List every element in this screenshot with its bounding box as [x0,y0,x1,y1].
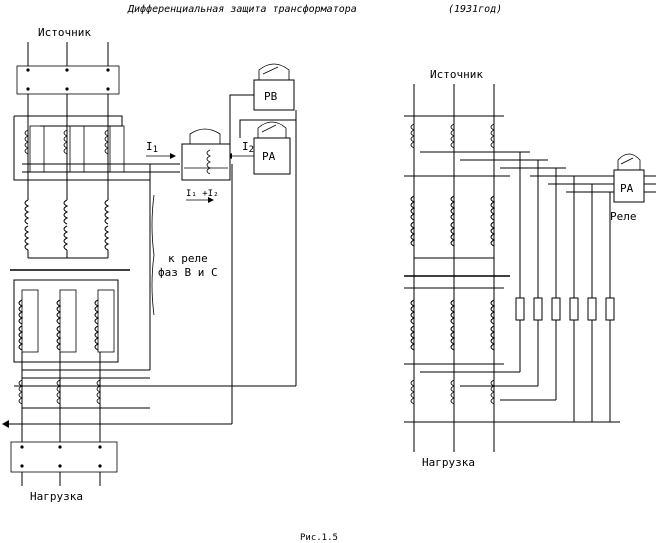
left-current-i2: I2 [242,140,254,155]
left-load-terminals [20,445,102,468]
left-phases-note-line2: фаз В и С [158,266,218,279]
right-relay-ra-label: РА [620,182,634,195]
diagram-title: Дифференциальная защита трансформатора [127,3,357,15]
left-scheme: Источник [2,26,297,503]
left-source-label: Источник [38,26,91,39]
diagram-year: (1931год) [448,4,502,15]
right-scheme: Источник [404,68,656,469]
right-source-label: Источник [430,68,483,81]
left-diff-relay [181,143,231,181]
left-load-box [10,441,118,473]
left-relay-rv-label: РВ [264,90,278,103]
figure-caption: Рис.1.5 [300,533,338,543]
right-relay-caption: Реле [610,210,637,223]
left-relay-ra [253,137,291,175]
left-load-label: Нагрузка [30,490,83,503]
left-source-terminals [26,68,110,91]
right-load-label: Нагрузка [422,456,475,469]
left-current-i1: I1 [146,140,158,155]
left-source-box [16,65,120,95]
left-sum-current-label: I₁ +I₂ [186,189,219,199]
left-relay-ra-label: РА [262,150,276,163]
right-relay-ra [613,169,645,203]
right-resistors [515,297,615,321]
left-phases-note-line1: к реле [168,252,208,265]
